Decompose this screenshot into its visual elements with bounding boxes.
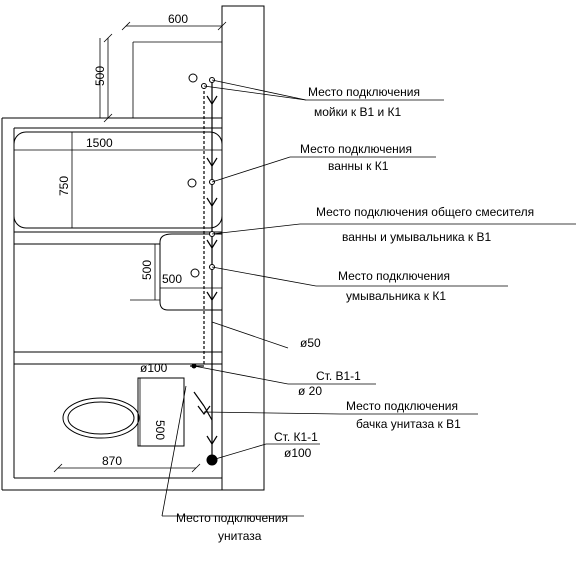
toilet-cistern xyxy=(137,377,185,447)
callout-labels: Место подключения мойки к В1 и К1 Место … xyxy=(176,85,534,543)
callout-mixer-line1: Место подключения общего смесителя xyxy=(316,205,534,219)
dimension-labels: 600 500 1500 750 500 500 500 870 ø100 xyxy=(57,12,188,468)
callout-riser-k1-line2: ø100 xyxy=(284,446,312,460)
callout-cistern-line1: Место подключения xyxy=(346,399,458,413)
callout-sink-line2: мойки к В1 и К1 xyxy=(314,105,402,119)
dim-sink-width: 500 xyxy=(162,272,182,286)
callout-mixer-line2: ванны и умывальника к В1 xyxy=(342,230,492,244)
callout-toilet-line2: унитаза xyxy=(218,529,262,543)
dimension-lines xyxy=(14,21,227,473)
bathtub xyxy=(13,131,223,229)
callout-riser-b1-line2: ø 20 xyxy=(298,384,322,398)
toilet-branch xyxy=(193,391,205,407)
bath-drain-icon xyxy=(187,178,197,188)
callout-bath-line2: ванны к К1 xyxy=(328,159,389,173)
callout-pipe-d50: ø50 xyxy=(300,336,321,350)
right-wall xyxy=(221,5,265,491)
callout-riser-b1-line1: Ст. В1-1 xyxy=(316,369,361,383)
callout-toilet-line1: Место подключения xyxy=(176,511,288,525)
toilet-bowl-inner xyxy=(67,401,135,435)
dim-bath-length: 1500 xyxy=(86,136,113,150)
dim-top-width: 600 xyxy=(168,12,188,26)
callout-riser-k1-line1: Ст. К1-1 xyxy=(274,430,318,444)
callout-sink-line1: Место подключения xyxy=(308,85,420,99)
callout-washbasin-line2: умывальника к К1 xyxy=(346,289,446,303)
callout-bath-line1: Место подключения xyxy=(300,142,412,156)
toilet-bowl xyxy=(62,397,140,439)
dim-toilet-width: 500 xyxy=(153,420,167,440)
washbasin-drain-icon xyxy=(190,268,200,278)
dim-toilet-length: 870 xyxy=(102,454,122,468)
kitchen-sink-area xyxy=(99,38,222,118)
dim-bath-width: 750 xyxy=(57,176,71,196)
drain-points xyxy=(187,73,200,278)
dim-top-height: 500 xyxy=(93,66,107,86)
fittings xyxy=(197,95,218,446)
washbasin xyxy=(159,233,223,311)
callout-cistern-line2: бачка унитаза к В1 xyxy=(356,417,461,431)
toilet xyxy=(62,377,185,447)
dim-toilet-pipe: ø100 xyxy=(140,361,168,375)
dim-sink-height: 500 xyxy=(140,260,154,280)
callout-washbasin-line1: Место подключения xyxy=(338,269,450,283)
sink-drain-icon xyxy=(188,73,198,83)
toilet-branch-2 xyxy=(203,405,213,421)
leader-lines xyxy=(161,79,576,517)
